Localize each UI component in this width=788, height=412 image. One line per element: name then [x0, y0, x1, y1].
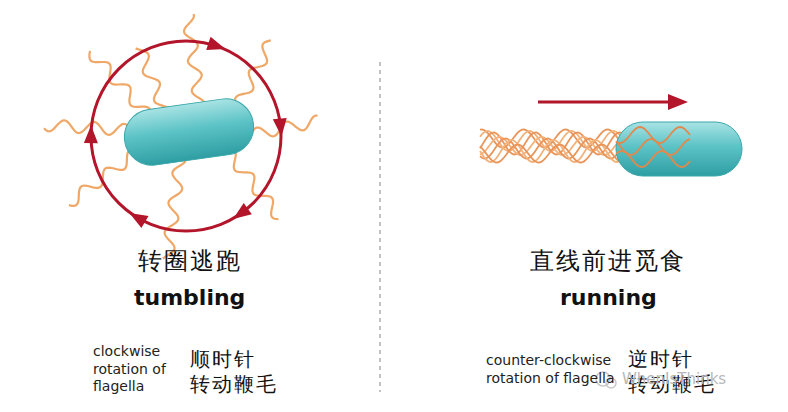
- running-title-zh: 直线前进觅食: [530, 246, 686, 276]
- flagellum: [616, 151, 690, 167]
- direction-arrowhead: [668, 94, 688, 110]
- flagellum: [184, 14, 206, 107]
- flagellum: [44, 120, 128, 135]
- watermark: WhenIsThinks: [622, 370, 726, 389]
- arrowhead: [206, 37, 225, 50]
- flagellum: [616, 127, 690, 143]
- bacterium-cell: [121, 95, 258, 169]
- arrowhead: [84, 125, 98, 143]
- rotation-note-en: counter-clockwise rotation of flagella: [486, 352, 626, 387]
- rotation-note-zh: 顺时针 转动鞭毛: [190, 347, 286, 397]
- arrowhead: [273, 118, 287, 137]
- rotation-circle: [91, 41, 281, 231]
- bacterium-cell: [616, 122, 742, 176]
- flagellum: [232, 149, 279, 219]
- rotation-arrowheads: [84, 37, 287, 228]
- flagellum: [163, 161, 186, 259]
- tumbling-title-en: tumbling: [134, 284, 245, 312]
- flagella: [44, 14, 318, 259]
- flagellum: [69, 150, 141, 206]
- flagellum: [250, 116, 317, 137]
- direction-arrow: [538, 101, 672, 104]
- flagellum: [136, 48, 171, 109]
- divider-line: [379, 62, 380, 392]
- tumbling-title-zh: 转圈逃跑: [138, 246, 242, 276]
- arrowhead: [129, 213, 148, 228]
- flagella-bundle: [616, 127, 690, 167]
- running-title-en: running: [560, 284, 657, 312]
- flagellum: [616, 139, 690, 155]
- rotation-note-en: clockwise rotation of flagella: [93, 343, 177, 396]
- arrowhead: [233, 203, 252, 219]
- flagellum: [89, 51, 150, 118]
